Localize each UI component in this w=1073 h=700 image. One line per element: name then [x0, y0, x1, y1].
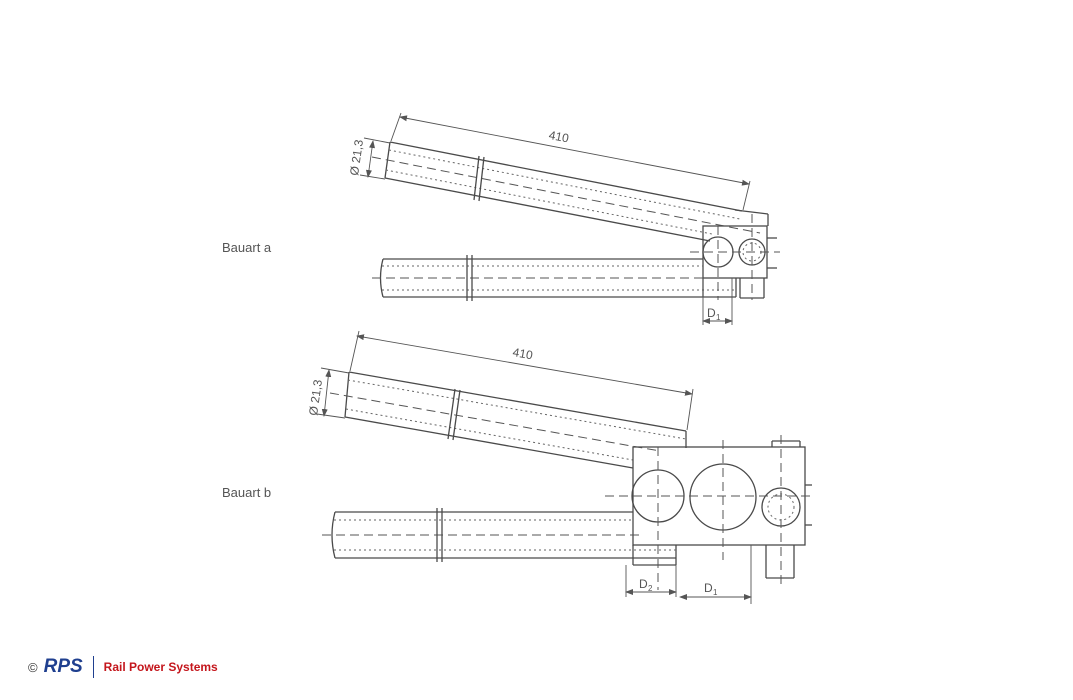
footer: © RPS Rail Power Systems	[28, 656, 218, 678]
variant-b-d1-subscript: 1	[713, 588, 718, 597]
variant-a-length-dimension: 410	[390, 112, 751, 211]
variant-a-length-value: 410	[548, 128, 571, 146]
variant-b-diameter-value: Ø 21,3	[306, 378, 325, 416]
variant-a-label: Bauart a	[222, 240, 272, 255]
variant-b-drawing: Bauart b	[222, 330, 815, 604]
variant-b-diameter-dimension: Ø 21,3	[306, 367, 350, 419]
variant-a-diameter-dimension: Ø 21,3	[347, 137, 391, 180]
variant-b-d1-label: D	[704, 581, 713, 595]
variant-b-d2-dimension: D 2	[625, 565, 677, 597]
variant-b-d1-dimension: D 1	[679, 545, 752, 604]
variant-a-diameter-value: Ø 21,3	[347, 138, 366, 176]
variant-a-upper-handle	[371, 141, 761, 242]
variant-b-label: Bauart b	[222, 485, 271, 500]
logo-divider	[92, 656, 94, 678]
variant-b-d2-label: D	[639, 577, 648, 591]
variant-b-head	[605, 435, 815, 590]
company-name: Rail Power Systems	[103, 660, 218, 674]
variant-b-lower-handle	[322, 508, 676, 562]
variant-a-drawing: Bauart a	[222, 112, 780, 325]
variant-a-d1-dimension: D 1	[702, 278, 733, 325]
variant-a-lower-handle	[372, 255, 737, 301]
rps-logo: RPS	[43, 656, 83, 677]
variant-b-d2-subscript: 2	[648, 584, 653, 593]
variant-b-length-dimension: 410	[349, 330, 694, 431]
variant-a-head	[690, 209, 780, 300]
variant-b-length-value: 410	[512, 345, 534, 362]
copyright-symbol: ©	[28, 659, 38, 675]
variant-a-d1-label: D	[707, 306, 716, 320]
variant-a-d1-subscript: 1	[716, 313, 721, 322]
